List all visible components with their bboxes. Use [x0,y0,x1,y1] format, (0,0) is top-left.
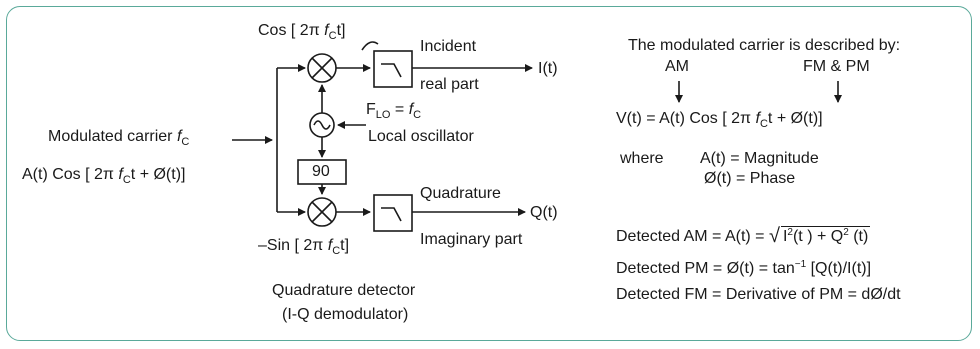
detected-pm-formula: Detected PM = Ø(t) = tan−1 [Q(t)/I(t)] [616,259,872,277]
explanation-heading: The modulated carrier is described by: [628,37,901,54]
detected-am-formula: Detected AM = A(t) = √I2(t ) + Q2 (t) [616,225,871,247]
diagram-frame [6,6,972,341]
phase-shifter-label: 90 [312,163,330,180]
cos-reference-label: Cos [ 2π fCt] [258,22,346,42]
phase-definition: Ø(t) = Phase [704,170,796,187]
local-oscillator-label: Local oscillator [368,128,474,145]
q-output-label: Q(t) [530,204,558,221]
magnitude-definition: A(t) = Magnitude [700,150,819,167]
incident-label: Incident [420,38,477,55]
flo-label: FLO = fC [366,101,422,121]
real-part-label: real part [420,76,479,93]
sin-reference-label: –Sin [ 2π fCt] [258,237,350,257]
input-label-line2: A(t) Cos [ 2π fCt + Ø(t)] [22,166,186,186]
carrier-equation: V(t) = A(t) Cos [ 2π fCt + Ø(t)] [616,110,823,130]
detector-title-line2: (I-Q demodulator) [282,306,409,323]
quadrature-label: Quadrature [420,185,501,202]
fm-pm-label: FM & PM [803,58,870,75]
where-label: where [620,150,664,167]
am-label: AM [665,58,689,75]
detector-title-line1: Quadrature detector [272,282,416,299]
i-output-label: I(t) [538,60,558,77]
lower-lowpass-filter-icon [373,194,413,232]
input-label-line1: Modulated carrier fC [48,128,190,148]
detected-fm-formula: Detected FM = Derivative of PM = dØ/dt [616,286,901,303]
upper-lowpass-filter-icon [373,50,413,88]
imaginary-part-label: Imaginary part [420,231,523,248]
